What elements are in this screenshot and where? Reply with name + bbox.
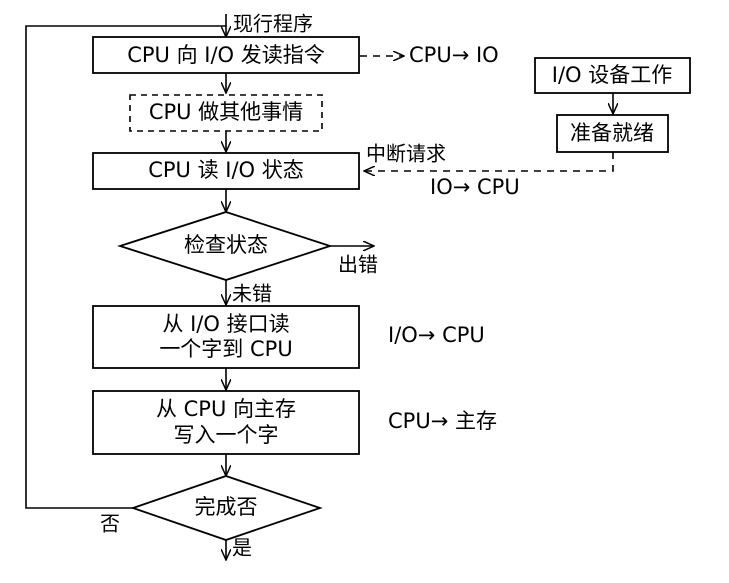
- read-word-box: 从 I/O 接口读 一个字到 CPU: [92, 305, 360, 369]
- issue-read-box: CPU 向 I/O 发读指令: [92, 36, 360, 74]
- read-status-label: CPU 读 I/O 状态: [148, 158, 304, 182]
- ready-box: 准备就绪: [556, 114, 669, 153]
- error-label: 出错: [338, 253, 378, 277]
- write-mem-label-line1: 从 CPU 向主存: [156, 397, 296, 421]
- read-word-label-line2: 一个字到 CPU: [159, 337, 292, 361]
- no-label: 否: [100, 512, 120, 536]
- io-device-label: I/O 设备工作: [552, 63, 672, 87]
- read-status-box: CPU 读 I/O 状态: [92, 152, 360, 190]
- write-mem-box: 从 CPU 向主存 写入一个字: [92, 390, 360, 455]
- interrupt-request-label: 中断请求: [366, 142, 446, 166]
- io-to-cpu-label-2: I/O→ CPU: [388, 323, 485, 347]
- issue-read-label: CPU 向 I/O 发读指令: [127, 43, 325, 67]
- cpu-other-box: CPU 做其他事情: [129, 94, 323, 132]
- cpu-to-io-label: CPU→ IO: [409, 43, 499, 67]
- check-status-diamond: 检查状态: [117, 211, 333, 281]
- io-device-box: I/O 设备工作: [534, 57, 691, 94]
- io-to-cpu-label: IO→ CPU: [430, 175, 520, 199]
- cpu-to-mem-label: CPU→ 主存: [388, 409, 497, 433]
- done-label: 完成否: [195, 495, 258, 519]
- read-word-label-line1: 从 I/O 接口读: [162, 312, 289, 336]
- no-error-label: 未错: [232, 282, 272, 306]
- yes-label: 是: [232, 536, 252, 560]
- ready-label: 准备就绪: [570, 121, 654, 145]
- check-status-label: 检查状态: [184, 233, 268, 257]
- signal-interrupt-return: [364, 152, 614, 171]
- done-diamond: 完成否: [130, 475, 323, 541]
- start-label: 现行程序: [233, 12, 313, 36]
- loop-back-line: [25, 25, 226, 509]
- cpu-other-label: CPU 做其他事情: [149, 100, 303, 124]
- write-mem-label-line2: 写入一个字: [174, 423, 279, 447]
